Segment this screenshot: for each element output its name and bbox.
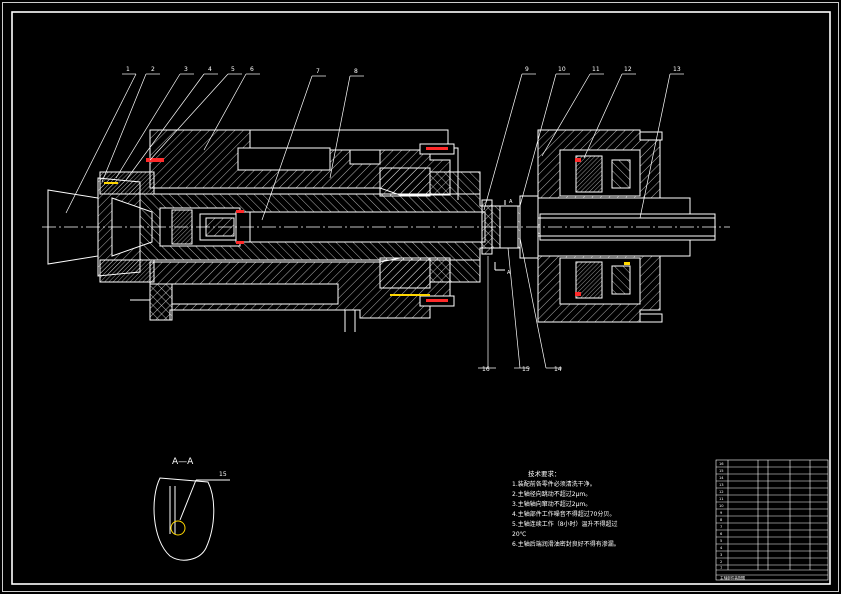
- note-5b: 20℃: [512, 531, 527, 538]
- tb-row-4: 4: [720, 546, 723, 550]
- part-labels: 1 2 3 4 5 6 7 8 9 10 11 12 13 14 15 16: [126, 66, 681, 373]
- title-block: [715, 459, 829, 581]
- part-label-7: 7: [316, 68, 320, 75]
- part-label-6: 6: [250, 66, 254, 73]
- part-label-10: 10: [558, 66, 566, 73]
- note-4: 4.主轴部件工作噪音不得超过70分贝。: [512, 510, 615, 518]
- section-mark-a-upper: A: [509, 199, 513, 205]
- tb-row-16: 16: [719, 462, 724, 466]
- section-mark-a-lower: A: [507, 270, 511, 276]
- tb-row-5: 5: [720, 539, 722, 543]
- part-label-12: 12: [624, 66, 632, 73]
- note-2: 2.主轴径向跳动不超过2μm。: [512, 490, 591, 498]
- part-label-5: 5: [231, 66, 235, 73]
- note-5: 5.主轴连续工作（8小时）温升不得超过: [512, 520, 618, 528]
- drawing-name: 主轴部件装配图: [720, 575, 746, 580]
- tb-row-1: 1: [720, 566, 722, 570]
- technical-requirements: 技术要求： 1.装配前各零件必须清洗干净。 2.主轴径向跳动不超过2μm。 3.…: [512, 469, 620, 548]
- tb-row-7: 7: [720, 525, 722, 529]
- note-3: 3.主轴轴向窜动不超过2μm。: [512, 500, 591, 508]
- part-label-1: 1: [126, 66, 130, 73]
- part-label-3: 3: [184, 66, 188, 73]
- part-label-14: 14: [554, 366, 562, 373]
- tb-row-3: 3: [720, 553, 722, 557]
- part-label-11: 11: [592, 66, 600, 73]
- leader-lines: [65, 73, 684, 369]
- section-title: A—A: [172, 457, 194, 467]
- tb-row-2: 2: [720, 560, 722, 564]
- note-6: 6.主轴后端润滑油密封良好不得有渗漏。: [512, 540, 620, 548]
- tb-row-8: 8: [720, 518, 723, 522]
- part-label-15: 15: [522, 366, 530, 373]
- accent-details: [104, 147, 630, 302]
- part-label-13: 13: [673, 66, 681, 73]
- part-label-9: 9: [525, 66, 529, 73]
- part-label-16: 16: [482, 366, 490, 373]
- tb-row-10: 10: [719, 504, 724, 508]
- notes-title: 技术要求：: [528, 469, 561, 478]
- title-block-rows: 16 15 14 13 12 11 10 9 8 7 6 5 4 3 2 1 主…: [719, 462, 746, 580]
- tb-row-12: 12: [719, 490, 724, 494]
- section-view-aa: [153, 477, 230, 561]
- note-1: 1.装配前各零件必须清洗干净。: [512, 480, 596, 488]
- tb-row-14: 14: [719, 476, 724, 480]
- tb-row-15: 15: [719, 469, 724, 473]
- tb-row-9: 9: [720, 511, 723, 515]
- tb-row-11: 11: [719, 497, 724, 501]
- part-label-8: 8: [354, 68, 358, 75]
- tb-row-6: 6: [720, 532, 723, 536]
- part-label-4: 4: [208, 66, 212, 73]
- inner-frame: [11, 11, 831, 585]
- section-label-15: 15: [219, 471, 227, 478]
- tb-row-13: 13: [719, 483, 724, 487]
- part-label-2: 2: [151, 66, 155, 73]
